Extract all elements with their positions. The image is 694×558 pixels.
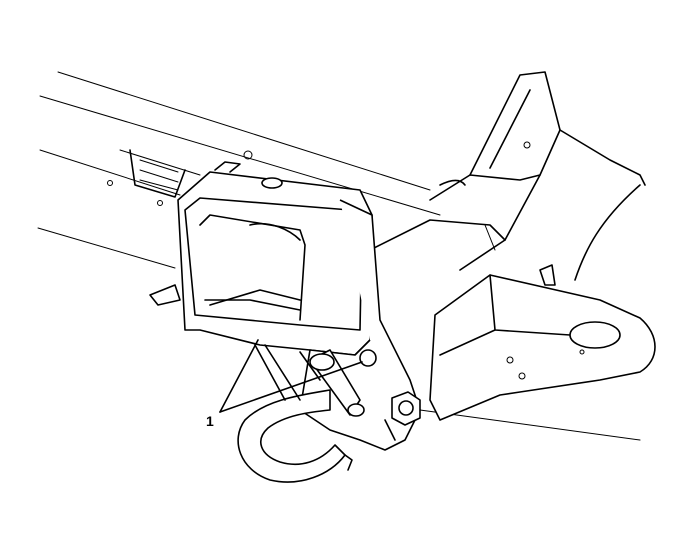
callout-leaders [219,339,363,413]
frame-rails [37,71,641,441]
tow-hook [237,389,353,483]
hook-pin [309,349,365,417]
tow-bracket-right [429,274,656,421]
crossmember [369,71,646,286]
callout-label-1: 1 [206,413,214,429]
receiver-tube [149,161,373,356]
